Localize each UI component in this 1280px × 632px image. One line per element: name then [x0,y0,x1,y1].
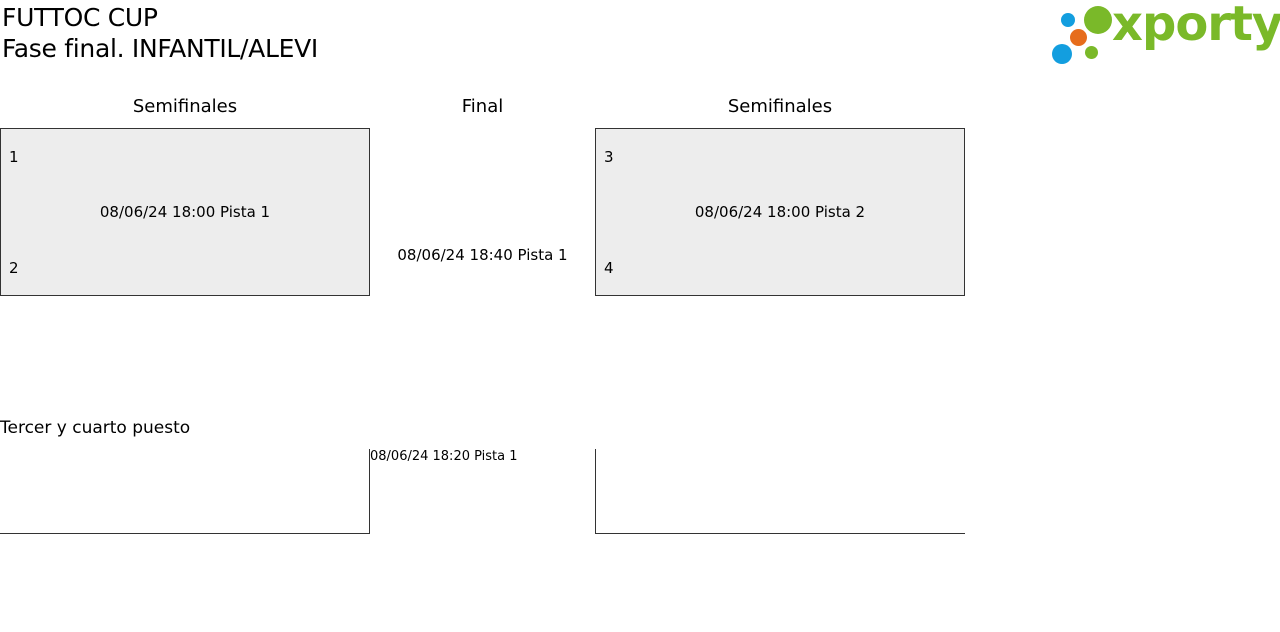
team-slot-1: 1 [9,148,19,166]
logo-wordmark: xporty [1112,0,1280,52]
right-semifinal-heading: Semifinales [727,96,833,117]
xporty-logo[interactable]: xporty [1050,0,1280,66]
logo-dot-blue-large [1052,44,1072,64]
team-slot-3: 3 [604,148,614,166]
logo-dot-orange [1070,29,1087,46]
page-header: FUTTOC CUP Fase final. INFANTIL/ALEVI [2,2,318,64]
final-schedule: 08/06/24 18:40 Pista 1 [397,246,568,264]
third-place-right-bracket-line [595,449,965,534]
left-semifinal-heading: Semifinales [132,96,238,117]
logo-dot-green-small [1085,46,1098,59]
third-place-heading: Tercer y cuarto puesto [0,418,191,438]
third-place-left-bracket-line [0,449,370,534]
page-subtitle: Fase final. INFANTIL/ALEVI [2,34,318,63]
semifinal-left-box[interactable]: 1 08/06/24 18:00 Pista 1 2 [0,128,370,296]
final-heading: Final [461,96,504,117]
logo-dot-green-large [1084,6,1112,34]
third-place-schedule: 08/06/24 18:20 Pista 1 [370,449,518,464]
semifinal-left-schedule: 08/06/24 18:00 Pista 1 [99,203,271,221]
logo-dot-blue-small [1061,13,1075,27]
team-slot-2: 2 [9,259,19,277]
semifinal-right-box[interactable]: 3 08/06/24 18:00 Pista 2 4 [595,128,965,296]
semifinal-right-schedule: 08/06/24 18:00 Pista 2 [694,203,866,221]
page-title: FUTTOC CUP [2,3,158,32]
team-slot-4: 4 [604,259,614,277]
